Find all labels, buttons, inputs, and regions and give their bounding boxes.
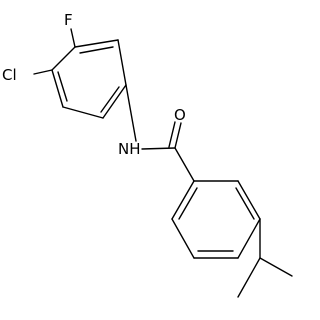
bond bbox=[171, 180, 195, 220]
bond bbox=[237, 180, 261, 220]
bond bbox=[171, 218, 195, 259]
carbonyl-oxygen-label: O bbox=[174, 106, 186, 124]
bond bbox=[74, 39, 119, 48]
bond bbox=[237, 218, 261, 259]
isopropyl-methyl-bond bbox=[259, 257, 293, 277]
carbonyl-double-bond bbox=[168, 121, 176, 148]
bond bbox=[51, 69, 64, 108]
carbonyl-ring-bond bbox=[174, 147, 195, 182]
c-f-bond bbox=[70, 28, 76, 48]
aromatic-double-bond bbox=[57, 71, 68, 102]
carbonyl-double-bond bbox=[174, 122, 182, 149]
bond bbox=[62, 106, 104, 119]
chlorofluorophenyl-ring bbox=[51, 39, 127, 119]
bond bbox=[51, 46, 76, 71]
fluorine-label: F bbox=[64, 11, 73, 29]
chemical-structure: F Cl NH O bbox=[2, 11, 293, 298]
chlorine-label: Cl bbox=[2, 66, 17, 84]
aromatic-double-bond bbox=[79, 46, 114, 54]
aromatic-double-bond bbox=[100, 86, 120, 113]
bond bbox=[102, 84, 127, 119]
c-n-bond bbox=[125, 84, 137, 142]
aromatic-double-bond bbox=[178, 187, 198, 220]
isopropylphenyl-ring bbox=[171, 180, 261, 259]
amide-nh-label: NH bbox=[118, 140, 141, 158]
aromatic-double-bond bbox=[235, 187, 255, 220]
c-cl-bond bbox=[33, 69, 53, 75]
bond bbox=[117, 39, 127, 86]
isopropyl-methyl-bond bbox=[237, 257, 261, 298]
n-carbonyl-bond bbox=[141, 147, 176, 150]
